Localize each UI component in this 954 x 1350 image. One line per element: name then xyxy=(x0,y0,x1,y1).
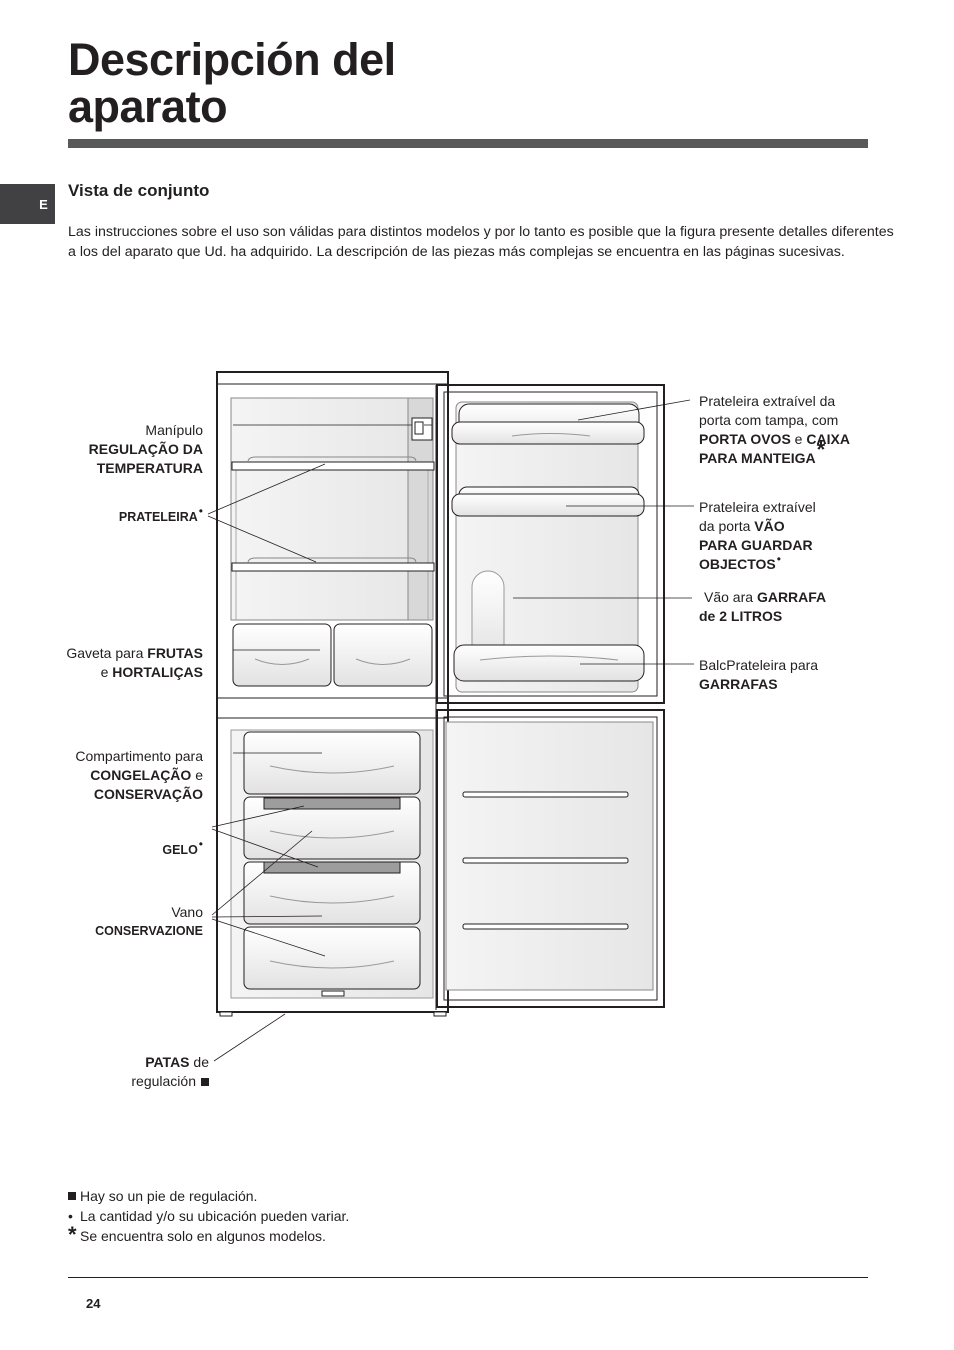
title-line-1: Descripción del xyxy=(68,34,396,85)
label-door-shelf-lid: Prateleira extraível da porta com tampa,… xyxy=(699,393,850,466)
leader-lines xyxy=(207,399,694,1062)
label-door-shelf-objects: Prateleira extraível da porta VÃO PARA G… xyxy=(699,499,816,572)
square-marker-icon xyxy=(68,1192,76,1200)
label-freezer-compartment: Compartimento para CONGELAÇÃO e CONSERVA… xyxy=(75,748,203,802)
title-line-2: aparato xyxy=(68,81,228,132)
title-bar xyxy=(68,139,868,148)
section-title: Vista de conjunto xyxy=(68,181,210,200)
label-crisper-drawer: Gaveta para FRUTAS e HORTALIÇAS xyxy=(66,645,203,680)
footnote-star: *Se encuentra solo en algunos modelos. xyxy=(68,1222,326,1247)
language-tab: E xyxy=(0,184,55,224)
label-ice: GELO• xyxy=(162,837,203,857)
footer-divider xyxy=(68,1277,868,1278)
intro-paragraph: Las instrucciones sobre el uso son válid… xyxy=(68,224,894,260)
label-adjustable-feet: PATAS de regulación xyxy=(131,1054,209,1089)
label-bottle-space: Vão ara GARRAFA de 2 LITROS xyxy=(699,589,827,624)
lower-door xyxy=(436,709,665,1008)
label-temperature-control: Manípulo REGULAÇÃO DA TEMPERATURA xyxy=(88,422,203,476)
page-number: 24 xyxy=(86,1296,101,1311)
cabinet xyxy=(216,371,449,1017)
footnotes: Hay so un pie de regulación. •La cantida… xyxy=(68,1186,349,1246)
label-shelf: PRATELEIRA• xyxy=(118,504,203,524)
square-marker-icon xyxy=(201,1078,209,1086)
footnote-dot: •La cantidad y/o su ubicación pueden var… xyxy=(68,1208,350,1224)
footnote-square: Hay so un pie de regulación. xyxy=(68,1186,349,1206)
upper-door xyxy=(436,384,665,704)
label-storage: Vano CONSERVAZIONE xyxy=(95,904,203,938)
label-bottle-shelf: BalcPrateleira para GARRAFAS xyxy=(699,657,819,692)
